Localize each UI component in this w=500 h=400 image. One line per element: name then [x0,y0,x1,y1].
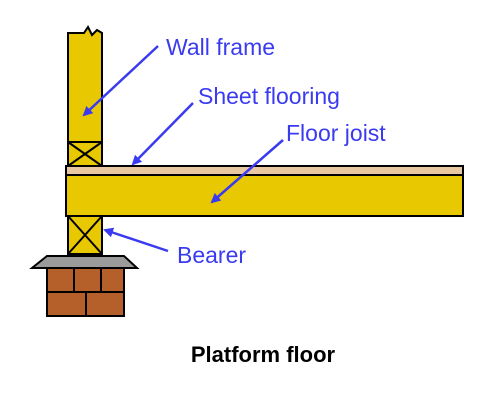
pier-cap [29,255,140,269]
wall-frame-stud [67,25,103,143]
floor-joist-label: Floor joist [286,120,386,146]
sheet-flooring-arrow [131,102,194,166]
brick-pier [46,267,125,317]
bearer-arrow [103,227,169,253]
bearer-block [67,215,103,255]
sheet-flooring-label: Sheet flooring [198,83,340,109]
wall-bottom-plate [67,141,103,167]
floor-joist-beam [65,174,464,217]
wall-frame-label: Wall frame [166,34,275,60]
floor-joist-arrow [210,139,284,204]
wall-frame-arrow [82,45,159,117]
sheet-flooring-layer [65,165,464,176]
diagram-caption: Platform floor [191,342,336,367]
bearer-label: Bearer [177,242,246,268]
